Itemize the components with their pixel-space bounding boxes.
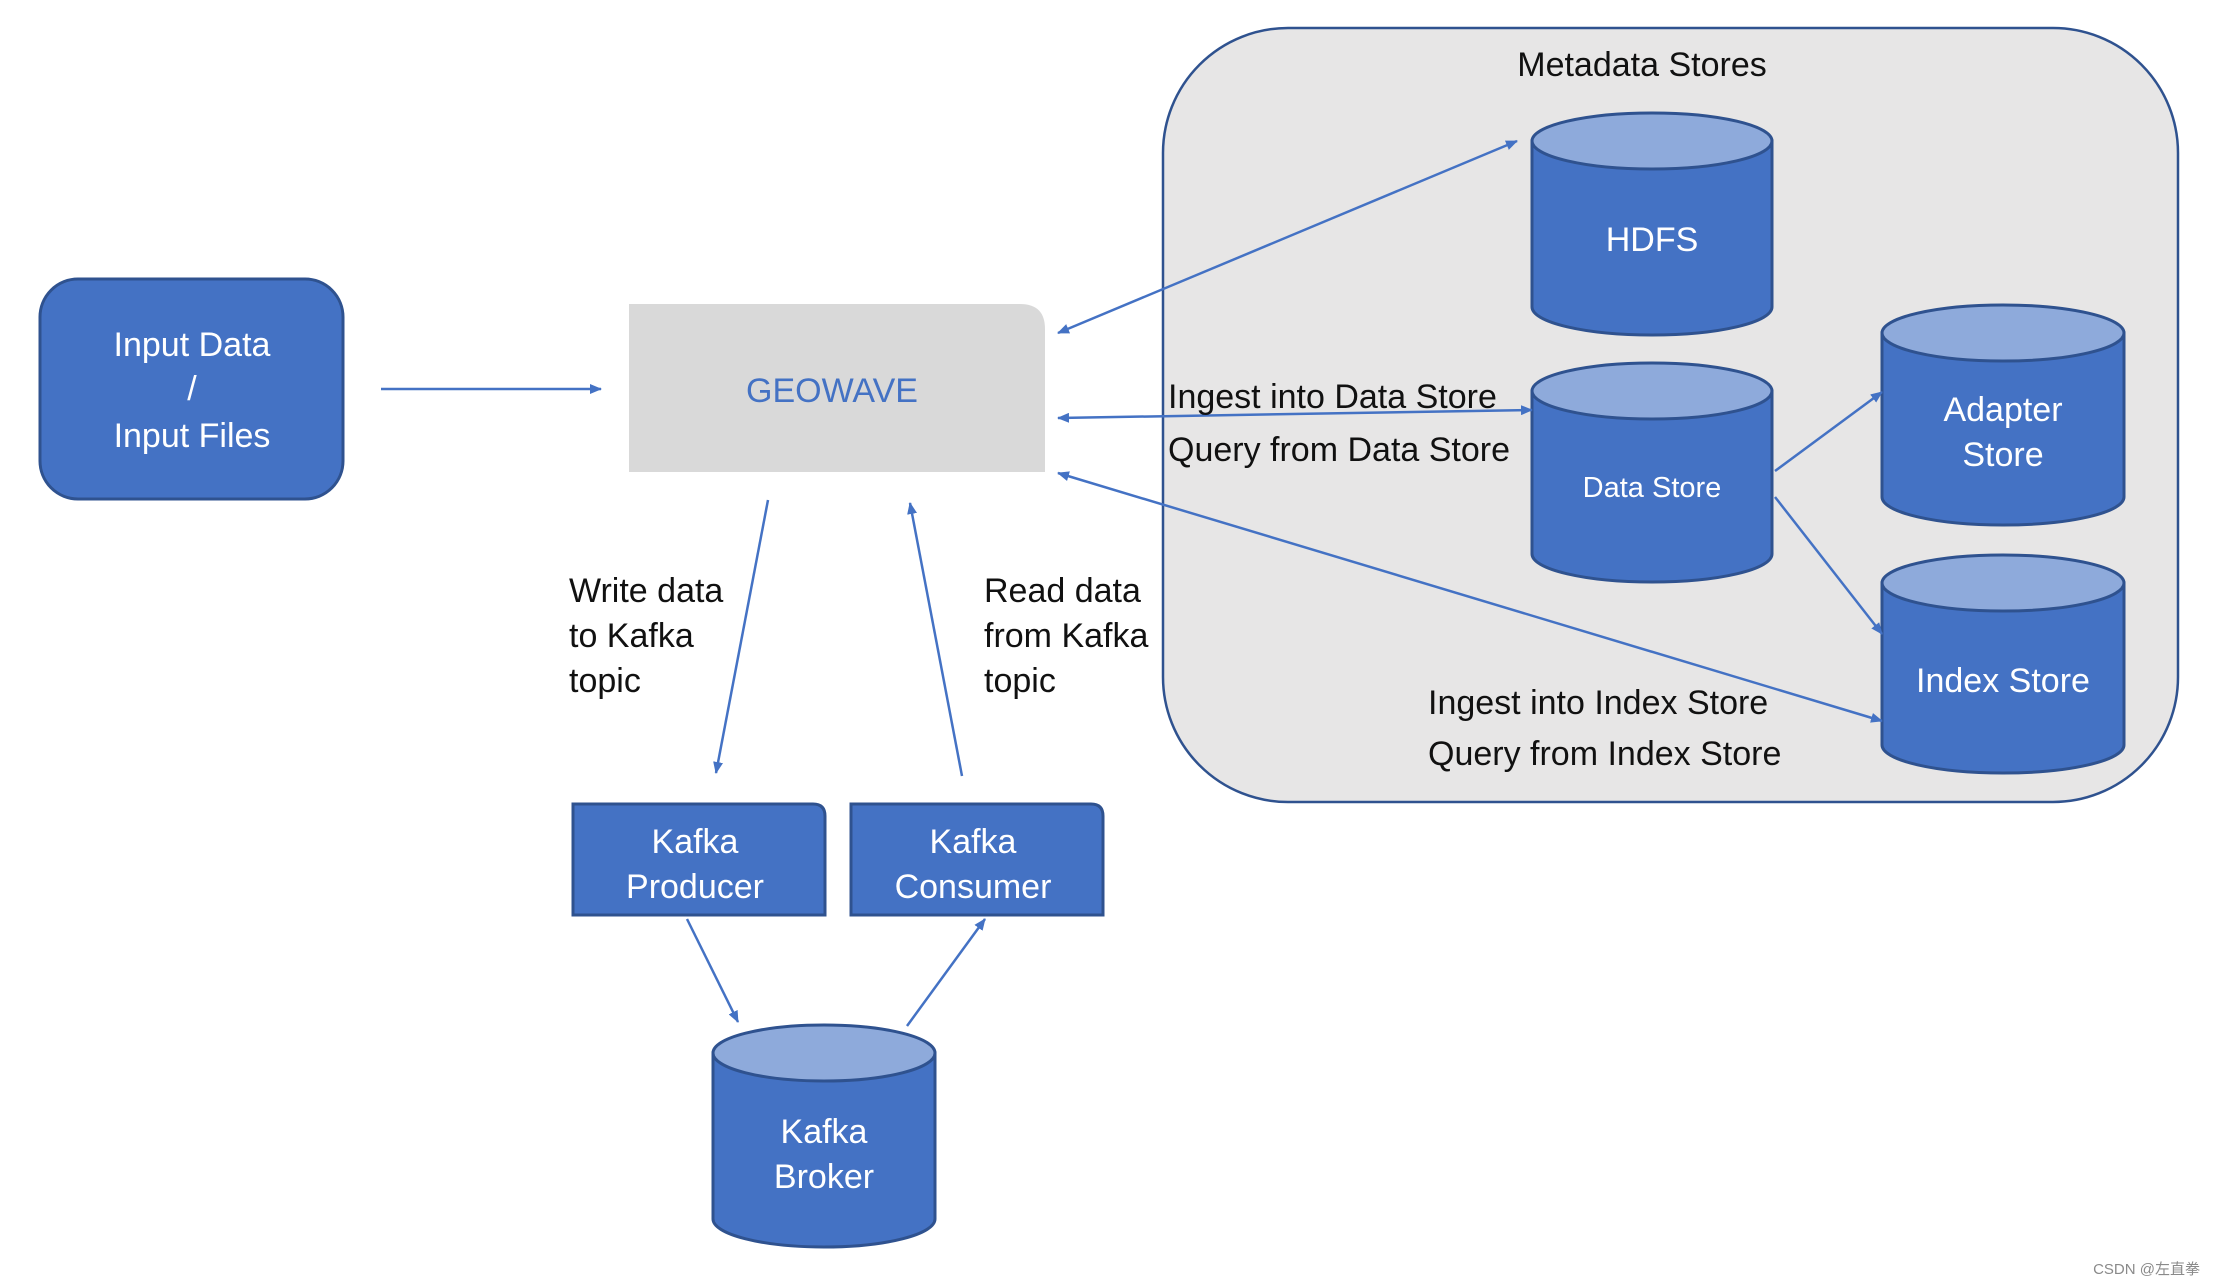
adapter-store-cylinder: Adapter Store [1880, 303, 2126, 527]
ingest-index-store-label: Ingest into Index Store [1428, 684, 1768, 722]
input-data-label: Input Data [114, 326, 271, 364]
geowave-label: GEOWAVE [746, 372, 918, 410]
index-store-label: Index Store [1916, 662, 2090, 700]
input-files-label: Input Files [114, 417, 271, 455]
arrow-broker-to-consumer [905, 918, 987, 1027]
read-kafka-label-line1: Read data [984, 572, 1141, 610]
arrow-consumer-to-geowave [907, 502, 964, 777]
arrow-geowave-data-store [1057, 405, 1533, 423]
adapter-store-label-line2: Store [1962, 436, 2043, 474]
arrow-geowave-hdfs [1057, 139, 1518, 335]
kafka-producer-label-line1: Kafka [652, 823, 739, 861]
query-data-store-label: Query from Data Store [1168, 431, 1510, 469]
data-store-label: Data Store [1583, 472, 1722, 504]
kafka-consumer-label-line2: Consumer [895, 868, 1052, 906]
geowave-box: GEOWAVE [629, 304, 1045, 472]
kafka-consumer-label-line1: Kafka [930, 823, 1017, 861]
kafka-producer-label-line2: Producer [626, 868, 764, 906]
arrow-producer-to-broker [685, 918, 740, 1023]
arrow-data-store-to-index-store [1774, 496, 1883, 635]
input-data-slash: / [187, 370, 197, 408]
write-kafka-label-line3: topic [569, 662, 641, 700]
metadata-stores-title: Metadata Stores [1517, 46, 1766, 84]
input-data-box: Input Data / Input Files [38, 277, 345, 501]
arrow-geowave-to-producer [713, 499, 770, 774]
adapter-store-label-line1: Adapter [1943, 391, 2062, 429]
read-kafka-label-line2: from Kafka [984, 617, 1148, 655]
write-kafka-label-line2: to Kafka [569, 617, 694, 655]
kafka-broker-label-line1: Kafka [781, 1113, 868, 1151]
hdfs-label: HDFS [1606, 221, 1699, 259]
kafka-consumer-box: Kafka Consumer [849, 802, 1105, 917]
kafka-producer-box: Kafka Producer [571, 802, 827, 917]
kafka-broker-cylinder: Kafka Broker [711, 1023, 937, 1249]
data-store-cylinder: Data Store [1530, 361, 1774, 584]
watermark: CSDN @左直拳 [2093, 1261, 2200, 1278]
arrow-geowave-index-store [1057, 471, 1883, 723]
ingest-data-store-label: Ingest into Data Store [1168, 378, 1497, 416]
arrow-data-store-to-adapter-store [1774, 390, 1883, 473]
hdfs-cylinder: HDFS [1530, 111, 1774, 337]
kafka-broker-label-line2: Broker [774, 1158, 874, 1196]
query-index-store-label: Query from Index Store [1428, 735, 1781, 773]
read-kafka-label-line3: topic [984, 662, 1056, 700]
index-store-cylinder: Index Store [1880, 553, 2126, 775]
write-kafka-label-line1: Write data [569, 572, 723, 610]
